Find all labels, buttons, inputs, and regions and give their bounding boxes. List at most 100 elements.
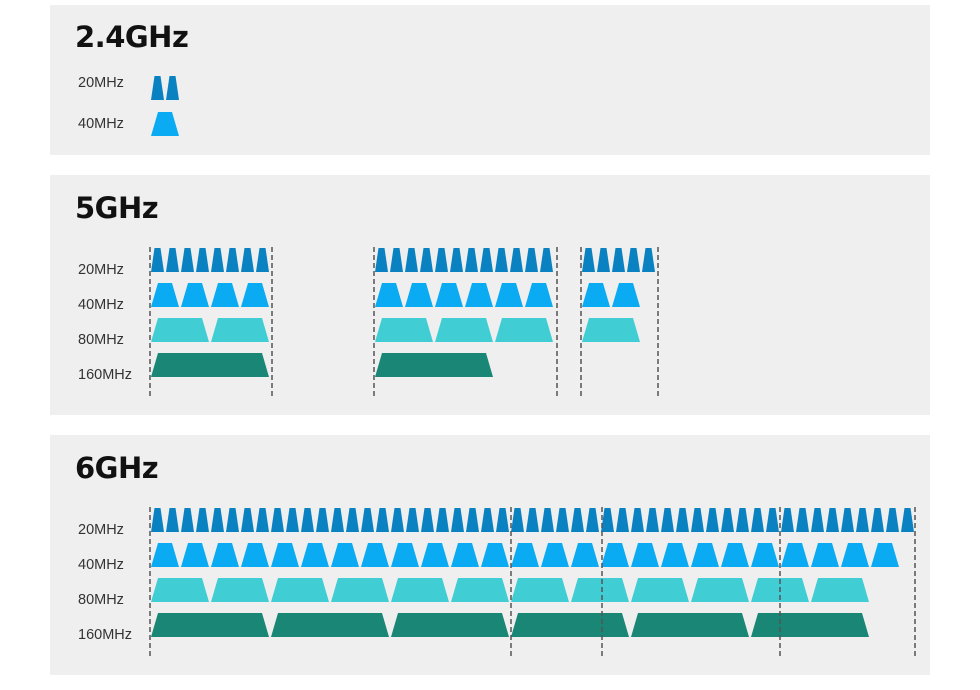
channel-40mhz (582, 283, 610, 307)
channel-20mhz (226, 508, 239, 532)
channel-20mhz (525, 248, 538, 272)
channel-20mhz (390, 248, 403, 272)
channel-20mhz (642, 248, 655, 272)
channel-80mhz (631, 578, 689, 602)
row-label-20mhz: 20MHz (78, 75, 124, 91)
channel-160mhz (375, 353, 493, 377)
channel-160mhz (511, 613, 629, 637)
channel-20mhz (436, 508, 449, 532)
channel-40mhz (375, 283, 403, 307)
channel-20mhz (616, 508, 629, 532)
channel-40mhz (511, 543, 539, 567)
channel-20mhz (612, 248, 625, 272)
channel-20mhz (451, 508, 464, 532)
channel-40mhz (181, 543, 209, 567)
channel-40mhz (405, 283, 433, 307)
channel-40mhz (601, 543, 629, 567)
channel-40mhz (525, 283, 553, 307)
channel-20mhz (466, 508, 479, 532)
channel-40mhz (871, 543, 899, 567)
row-label-80mhz: 80MHz (78, 332, 124, 348)
channel-20mhz (706, 508, 719, 532)
channel-20mhz (256, 508, 269, 532)
channel-20mhz (811, 508, 824, 532)
channel-20mhz (211, 248, 224, 272)
channel-20mhz (226, 248, 239, 272)
channel-20mhz (211, 508, 224, 532)
channel-40mhz (301, 543, 329, 567)
channel-40mhz (811, 543, 839, 567)
channel-20mhz (346, 508, 359, 532)
channel-diagram-5ghz (149, 247, 659, 399)
channel-20mhz (166, 248, 179, 272)
channel-40mhz (691, 543, 719, 567)
channel-20mhz (582, 248, 595, 272)
channel-20mhz (856, 508, 869, 532)
channel-40mhz (241, 283, 269, 307)
channel-20mhz (597, 248, 610, 272)
channel-20mhz (796, 508, 809, 532)
channel-80mhz (391, 578, 449, 602)
channel-40mhz (481, 543, 509, 567)
channel-20mhz (166, 76, 179, 100)
channel-20mhz (496, 508, 509, 532)
row-label-20mhz: 20MHz (78, 262, 124, 278)
channel-20mhz (826, 508, 839, 532)
channel-80mhz (211, 578, 269, 602)
channel-20mhz (421, 508, 434, 532)
channel-diagram-2-4ghz (151, 76, 179, 136)
channel-20mhz (256, 248, 269, 272)
channel-20mhz (631, 508, 644, 532)
channel-20mhz (540, 248, 553, 272)
channel-20mhz (450, 248, 463, 272)
channel-20mhz (316, 508, 329, 532)
channel-20mhz (556, 508, 569, 532)
channel-40mhz (495, 283, 523, 307)
channel-40mhz (181, 283, 209, 307)
band-title: 6GHz (75, 451, 159, 485)
channel-20mhz (495, 248, 508, 272)
channel-20mhz (571, 508, 584, 532)
channel-20mhz (586, 508, 599, 532)
channel-20mhz (435, 248, 448, 272)
channel-20mhz (181, 248, 194, 272)
channel-20mhz (271, 508, 284, 532)
channel-40mhz (781, 543, 809, 567)
channel-80mhz (582, 318, 640, 342)
channel-160mhz (151, 353, 269, 377)
channel-diagram-6ghz (149, 507, 916, 659)
channel-20mhz (691, 508, 704, 532)
channel-20mhz (627, 248, 640, 272)
channel-40mhz (571, 543, 599, 567)
channel-40mhz (421, 543, 449, 567)
row-label-20mhz: 20MHz (78, 522, 124, 538)
channel-80mhz (151, 578, 209, 602)
row-label-40mhz: 40MHz (78, 557, 124, 573)
channel-20mhz (751, 508, 764, 532)
channel-20mhz (511, 508, 524, 532)
channel-20mhz (376, 508, 389, 532)
channel-20mhz (181, 508, 194, 532)
channel-20mhz (526, 508, 539, 532)
channel-80mhz (331, 578, 389, 602)
channel-40mhz (631, 543, 659, 567)
channel-20mhz (721, 508, 734, 532)
channel-20mhz (736, 508, 749, 532)
channel-160mhz (751, 613, 869, 637)
channel-40mhz (751, 543, 779, 567)
channel-20mhz (481, 508, 494, 532)
channel-20mhz (886, 508, 899, 532)
channel-80mhz (375, 318, 433, 342)
channel-40mhz (271, 543, 299, 567)
channel-40mhz (361, 543, 389, 567)
channel-40mhz (331, 543, 359, 567)
channel-40mhz (241, 543, 269, 567)
channel-40mhz (661, 543, 689, 567)
channel-160mhz (631, 613, 749, 637)
channel-20mhz (405, 248, 418, 272)
channel-20mhz (196, 508, 209, 532)
row-label-160mhz: 160MHz (78, 627, 132, 643)
channel-20mhz (301, 508, 314, 532)
channel-20mhz (601, 508, 614, 532)
channel-40mhz (612, 283, 640, 307)
